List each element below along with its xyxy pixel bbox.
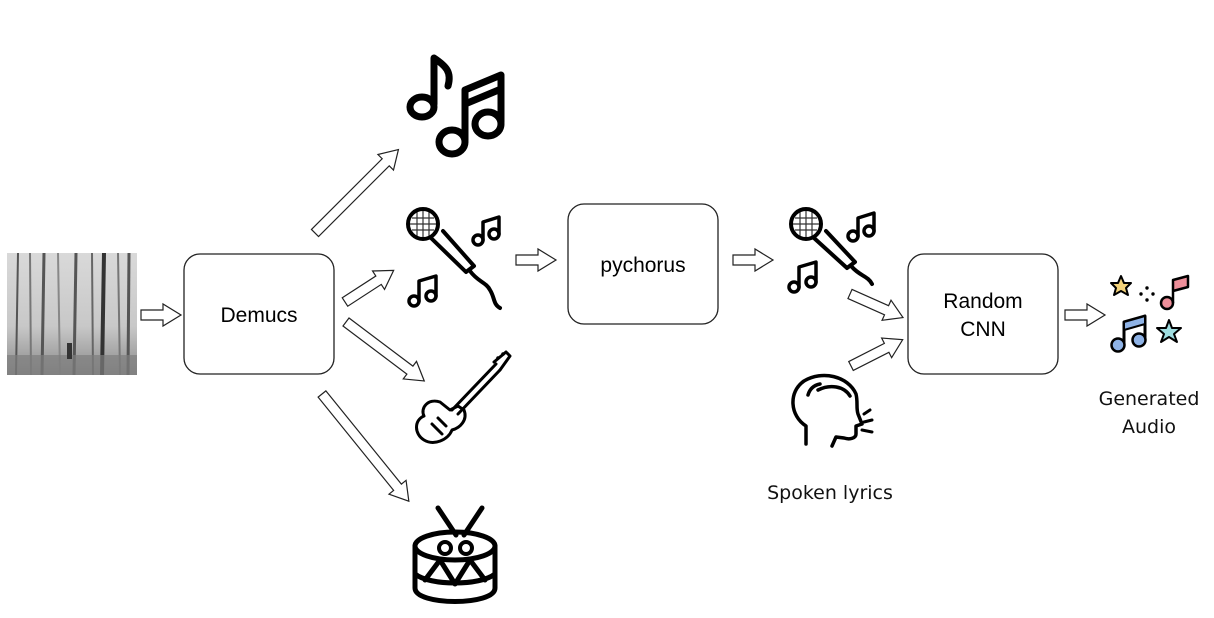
- pychorus-label: pychorus: [600, 254, 685, 277]
- arrow-vocals-to-pychorus: [515, 248, 557, 272]
- random-cnn-label-line1: Random: [943, 290, 1022, 313]
- arrow-demucs-to-bass: [342, 317, 426, 382]
- arrow-pychorus-to-chorus: [732, 248, 774, 272]
- generated-audio-caption-line1: Generated: [1099, 388, 1200, 410]
- album-cover-image: [7, 252, 137, 376]
- random-cnn-label-line2: CNN: [960, 318, 1006, 341]
- arrow-chorus-to-cnn: [847, 288, 905, 322]
- drum-icon: [412, 505, 498, 604]
- arrow-demucs-to-instruments: [306, 141, 407, 242]
- spoken-lyrics-caption: Spoken lyrics: [767, 482, 893, 504]
- note-blue-icon: [1110, 314, 1147, 353]
- arrow-cover-to-demucs: [140, 303, 182, 327]
- demucs-box: Demucs: [183, 253, 335, 375]
- chorus-microphone-icon: [787, 207, 876, 294]
- random-cnn-box: Random CNN: [907, 253, 1059, 375]
- arrow-demucs-to-vocals: [341, 269, 395, 308]
- music-notes-icon: [406, 54, 505, 158]
- speaking-head-icon: [791, 373, 874, 448]
- arrow-demucs-to-drums: [317, 390, 410, 503]
- arrow-cnn-to-output: [1064, 303, 1106, 327]
- pychorus-box: pychorus: [567, 203, 719, 325]
- note-pink-icon: [1159, 274, 1190, 311]
- arrow-speech-to-cnn: [847, 337, 904, 372]
- demucs-label: Demucs: [220, 304, 297, 327]
- electric-guitar-icon: [415, 350, 512, 444]
- microphone-icon: [406, 207, 502, 310]
- sparkle-notes-icon: [1110, 274, 1190, 353]
- star-yellow-icon: [1110, 275, 1132, 296]
- generated-audio-caption-line2: Audio: [1122, 416, 1176, 438]
- star-teal-icon: [1156, 319, 1182, 343]
